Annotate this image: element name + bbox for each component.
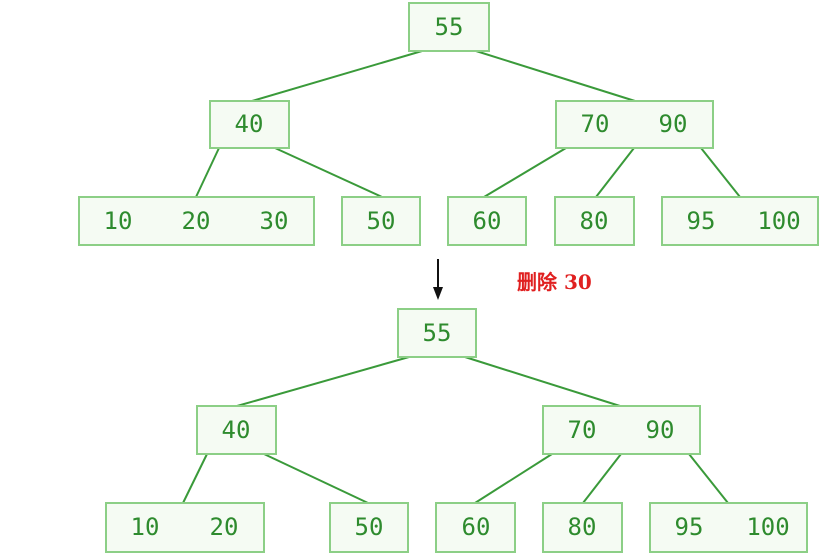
- node-key: 100: [746, 513, 789, 541]
- edge: [582, 453, 622, 504]
- tree-node: [542, 502, 623, 553]
- node-key: 50: [367, 207, 396, 235]
- after-edges: [182, 356, 729, 504]
- node-key: 10: [104, 207, 133, 235]
- node-key: 70: [568, 416, 597, 444]
- node-key: 95: [687, 207, 716, 235]
- node-key: 50: [355, 513, 384, 541]
- after-leaf-5: 95 100: [649, 502, 808, 553]
- before-level1-left: 40: [209, 100, 290, 149]
- before-edges: [195, 50, 741, 198]
- tree-node: [555, 100, 714, 149]
- node-key: 30: [260, 207, 289, 235]
- before-root: 55: [408, 2, 490, 52]
- edge: [688, 453, 729, 504]
- node-key: 70: [581, 110, 610, 138]
- edge: [483, 147, 567, 198]
- tree-node: [435, 502, 516, 553]
- down-arrow-icon: [433, 259, 443, 300]
- edge: [474, 453, 553, 504]
- after-level1-right: 70 90: [542, 405, 701, 455]
- tree-node: [408, 2, 490, 52]
- operation-label: 删除 30: [517, 270, 592, 294]
- before-leaf-1: 10 20 30: [78, 196, 315, 246]
- edge: [251, 50, 423, 102]
- node-key: 90: [646, 416, 675, 444]
- before-leaf-2: 50: [341, 196, 421, 246]
- node-key: 40: [235, 110, 264, 138]
- before-leaf-4: 80: [554, 196, 635, 246]
- node-key: 95: [675, 513, 704, 541]
- node-key: 20: [210, 513, 239, 541]
- before-level1-right: 70 90: [555, 100, 714, 149]
- edge: [182, 453, 208, 504]
- tree-node: [341, 196, 421, 246]
- node-key: 55: [423, 319, 452, 347]
- tree-node: [329, 502, 409, 553]
- tree-node: [542, 405, 701, 455]
- edge: [475, 50, 636, 102]
- node-key: 60: [462, 513, 491, 541]
- edge: [700, 147, 741, 198]
- tree-node: [554, 196, 635, 246]
- after-leaf-2: 50: [329, 502, 409, 553]
- edge: [595, 147, 635, 198]
- node-key: 90: [659, 110, 688, 138]
- edge: [263, 453, 369, 504]
- node-key: 100: [757, 207, 800, 235]
- node-key: 40: [222, 416, 251, 444]
- tree-node: [661, 196, 819, 246]
- edge: [464, 356, 621, 407]
- node-key: 60: [473, 207, 502, 235]
- node-key: 80: [580, 207, 609, 235]
- tree-node: [196, 405, 277, 455]
- tree-node: [649, 502, 808, 553]
- node-key: 10: [131, 513, 160, 541]
- after-leaf-4: 80: [542, 502, 623, 553]
- after-root: 55: [397, 308, 477, 358]
- tree-node: [209, 100, 290, 149]
- tree-node: [105, 502, 265, 553]
- tree-node: [78, 196, 315, 246]
- before-leaf-5: 95 100: [661, 196, 819, 246]
- before-leaf-3: 60: [447, 196, 527, 246]
- edge: [195, 147, 220, 198]
- node-key: 80: [568, 513, 597, 541]
- node-key: 55: [435, 13, 464, 41]
- edge: [236, 356, 410, 407]
- tree-node: [447, 196, 527, 246]
- after-level1-left: 40: [196, 405, 277, 455]
- after-leaf-3: 60: [435, 502, 516, 553]
- node-key: 20: [182, 207, 211, 235]
- after-leaf-1: 10 20: [105, 502, 265, 553]
- tree-node: [397, 308, 477, 358]
- edge: [274, 147, 383, 198]
